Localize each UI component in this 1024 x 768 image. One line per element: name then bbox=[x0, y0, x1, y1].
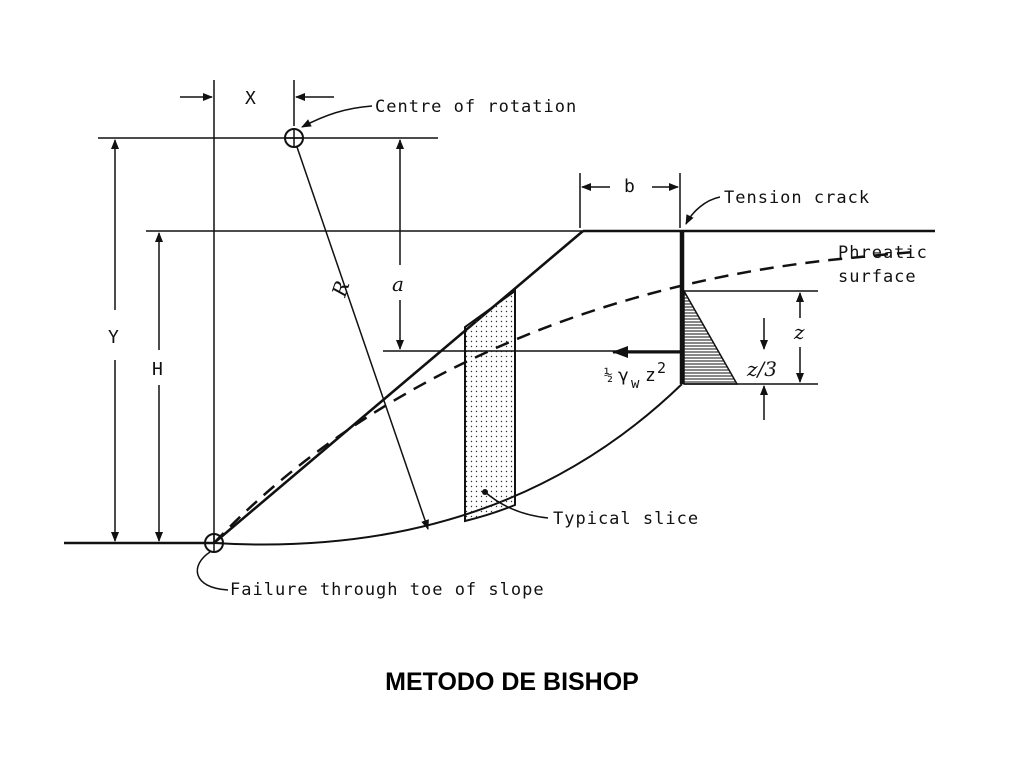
b-dim-label: b bbox=[624, 176, 635, 197]
force-sub-w: w bbox=[631, 376, 640, 392]
leader-centre bbox=[301, 105, 373, 128]
reference-lines bbox=[98, 80, 818, 543]
failure-toe-label: Failure through toe of slope bbox=[230, 580, 545, 600]
a-dim-label: a bbox=[392, 272, 404, 296]
leader-tension-crack bbox=[685, 196, 721, 225]
leader-failure-toe bbox=[196, 551, 229, 591]
water-force-label: ½ γ w z 2 bbox=[604, 359, 666, 392]
y-dim-label: Y bbox=[108, 327, 119, 348]
phreatic-label-line2: surface bbox=[838, 267, 917, 287]
force-z: z bbox=[645, 365, 656, 386]
typical-slice-label: Typical slice bbox=[553, 509, 699, 529]
typical-slice bbox=[464, 289, 516, 523]
leader-typical-slice bbox=[484, 491, 549, 519]
force-gamma: γ bbox=[618, 365, 629, 386]
x-dim-label: X bbox=[245, 88, 256, 109]
radius-line bbox=[296, 146, 429, 530]
z-dim-label: z bbox=[793, 320, 805, 344]
slope-face bbox=[213, 230, 584, 544]
centre-of-rotation-label: Centre of rotation bbox=[375, 97, 577, 117]
force-half: ½ bbox=[604, 366, 613, 384]
r-dim-label: R bbox=[327, 278, 355, 301]
phreatic-label-line1: Phreatic bbox=[838, 243, 928, 263]
tension-crack-label: Tension crack bbox=[724, 188, 870, 208]
phreatic-surface-line bbox=[213, 250, 916, 544]
water-pressure-triangle bbox=[683, 288, 739, 385]
h-dim-label: H bbox=[152, 359, 163, 380]
slope-profile bbox=[64, 229, 935, 545]
force-sup-2: 2 bbox=[657, 359, 666, 377]
diagram-title: METODO DE BISHOP bbox=[385, 668, 639, 696]
z3-dim-label: z/3 bbox=[746, 357, 777, 381]
